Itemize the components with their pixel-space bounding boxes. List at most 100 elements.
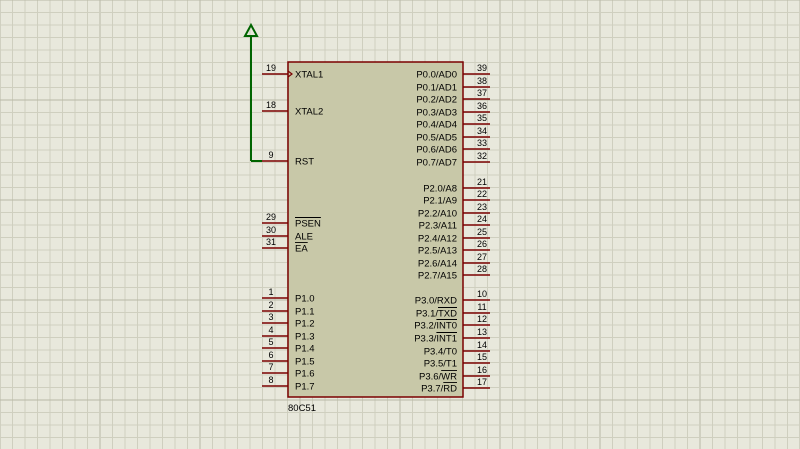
pin-label: P3.4/T0 — [424, 347, 457, 358]
pin-label: P0.7/AD7 — [416, 158, 457, 169]
pin-number: 9 — [268, 150, 273, 160]
pin-label: P0.1/AD1 — [416, 83, 457, 94]
pin-label: P2.1/A9 — [423, 196, 457, 207]
pin-label: P1.4 — [295, 344, 315, 355]
pin-label: ALE — [295, 232, 313, 243]
power-terminal[interactable] — [243, 22, 262, 162]
pin-number: 7 — [268, 362, 273, 372]
pin-7[interactable]: 7P1.6 — [262, 362, 315, 380]
pin-label: P0.0/AD0 — [416, 70, 457, 81]
pin-label: P2.2/A10 — [418, 209, 457, 220]
pin-label: P1.1 — [295, 307, 315, 318]
pin-label: P0.2/AD2 — [416, 95, 457, 106]
pin-label: P0.6/AD6 — [416, 145, 457, 156]
pin-3[interactable]: 3P1.2 — [262, 312, 315, 330]
pin-label: P3.6/WR — [419, 372, 457, 383]
pin-4[interactable]: 4P1.3 — [262, 325, 315, 343]
microcontroller-80c51[interactable]: 19XTAL118XTAL29RST29PSEN30ALE31EA1P1.02P… — [262, 61, 490, 414]
pin-number: 17 — [477, 377, 487, 387]
pin-label: P0.3/AD3 — [416, 108, 457, 119]
pin-number: 8 — [268, 375, 273, 385]
pin-label: P3.2/INT0 — [414, 321, 457, 332]
pin-number: 14 — [477, 340, 487, 350]
pin-number: 19 — [266, 63, 276, 73]
clock-marker-icon — [287, 70, 293, 78]
pin-number: 26 — [477, 239, 487, 249]
pin-label: P1.7 — [295, 382, 315, 393]
pin-label: EA — [295, 244, 308, 255]
pin-number: 3 — [268, 312, 273, 322]
power-arrow-icon — [243, 22, 259, 37]
pin-number: 36 — [477, 101, 487, 111]
pin-label: P3.1/TXD — [416, 309, 457, 320]
pin-number: 38 — [477, 76, 487, 86]
pin-label: P1.2 — [295, 319, 315, 330]
pin-2[interactable]: 2P1.1 — [262, 300, 315, 318]
pin-6[interactable]: 6P1.5 — [262, 350, 315, 368]
pin-number: 12 — [477, 314, 487, 324]
pin-label: P2.7/A15 — [418, 271, 457, 282]
pin-number: 31 — [266, 237, 276, 247]
pin-label: P3.3/INT1 — [414, 334, 457, 345]
pin-number: 15 — [477, 352, 487, 362]
pin-1[interactable]: 1P1.0 — [262, 287, 315, 305]
pin-number: 24 — [477, 214, 487, 224]
pin-number: 39 — [477, 63, 487, 73]
pin-label: XTAL1 — [295, 70, 323, 81]
pin-number: 33 — [477, 138, 487, 148]
pin-5[interactable]: 5P1.4 — [262, 337, 315, 355]
pin-8[interactable]: 8P1.7 — [262, 375, 315, 393]
pin-number: 27 — [477, 252, 487, 262]
pin-label: P2.0/A8 — [423, 184, 457, 195]
pin-label: P2.4/A12 — [418, 234, 457, 245]
pin-number: 16 — [477, 365, 487, 375]
pin-label: P1.5 — [295, 357, 315, 368]
pin-number: 11 — [477, 302, 486, 312]
left-pins: 19XTAL118XTAL29RST29PSEN30ALE31EA1P1.02P… — [262, 63, 323, 393]
pin-number: 18 — [266, 100, 276, 110]
pin-label: P0.4/AD4 — [416, 120, 457, 131]
pin-number: 29 — [266, 212, 276, 222]
pin-number: 23 — [477, 202, 487, 212]
pin-number: 35 — [477, 113, 487, 123]
pin-label: PSEN — [295, 219, 321, 230]
chip-body[interactable] — [287, 61, 464, 398]
pin-number: 30 — [266, 225, 276, 235]
pin-label: P3.7/RD — [421, 384, 457, 395]
pin-label: P3.5/T1 — [424, 359, 457, 370]
pin-label: P0.5/AD5 — [416, 133, 457, 144]
pin-label: P1.6 — [295, 369, 315, 380]
